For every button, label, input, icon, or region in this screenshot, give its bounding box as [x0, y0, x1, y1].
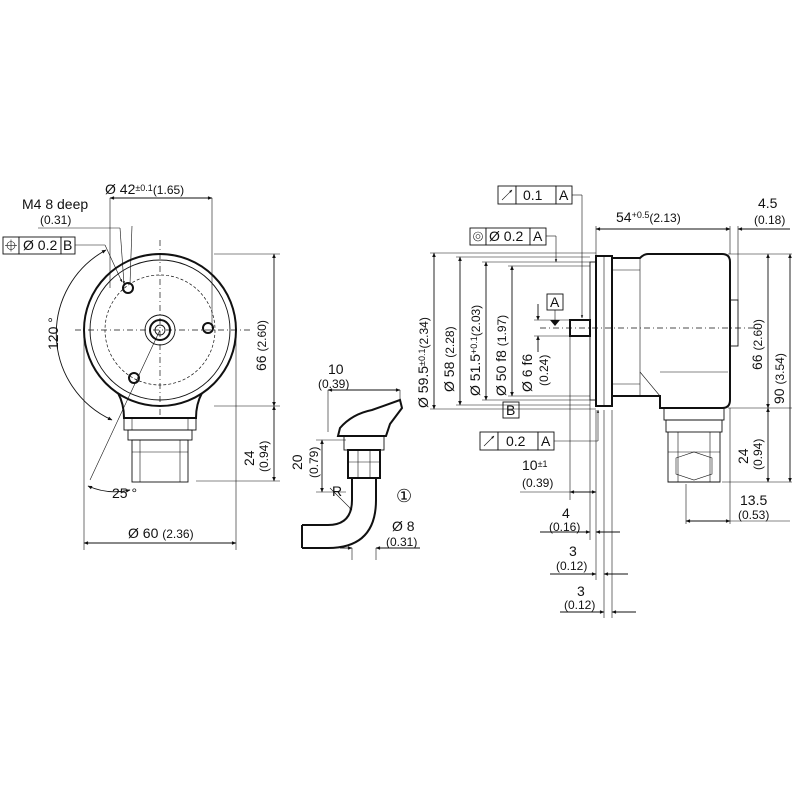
- side-body: [611, 253, 731, 409]
- svg-text:A: A: [550, 294, 560, 310]
- side-height-90: 90 (3.54): [771, 353, 787, 404]
- svg-text:Ø 0.2: Ø 0.2: [23, 237, 57, 253]
- position-tolerance-frame: Ø 0.2 B: [2, 236, 123, 283]
- concentricity-frame: Ø 0.2 A: [469, 227, 558, 263]
- svg-text:(0.79): (0.79): [307, 447, 321, 478]
- svg-text:(0.39): (0.39): [318, 377, 349, 391]
- datum-b-box: [502, 401, 520, 419]
- cable-gland-nut: [347, 449, 381, 479]
- cable-gland-cap: [336, 398, 404, 437]
- angle-120-arc: [55, 249, 113, 421]
- thread-note: M4 8 deep: [22, 196, 88, 212]
- svg-text:(0.12): (0.12): [564, 598, 595, 612]
- cable-marker: ①: [396, 486, 412, 506]
- svg-text:B: B: [63, 237, 72, 253]
- side-dim-3a: 3: [569, 543, 577, 559]
- bolt-circle-dim: Ø 42±0.1(1.65): [105, 181, 184, 197]
- svg-text:(0.12): (0.12): [556, 559, 587, 573]
- side-height-24: 24: [735, 448, 751, 464]
- svg-text:(0.39): (0.39): [522, 476, 553, 490]
- svg-text:(0.24): (0.24): [537, 355, 551, 386]
- front-height-24: 24: [241, 450, 257, 466]
- side-dia-6: Ø 6 f6: [519, 354, 535, 392]
- side-dim-13-5: 13.5: [740, 492, 767, 508]
- side-dim-4-5: 4.5: [758, 195, 778, 211]
- side-dia-51-5: Ø 51.5+0.1(2.03): [467, 305, 483, 396]
- side-length-54: 54+0.5(2.13): [616, 209, 681, 225]
- runout-top-frame: 0.1 A: [497, 185, 584, 319]
- angle-120-label: 120 °: [45, 317, 61, 350]
- cable-width-10: 10: [328, 361, 344, 377]
- svg-text:(0.31): (0.31): [386, 535, 417, 549]
- cable-height-20: 20: [289, 454, 305, 470]
- side-shaft-10: 10±1: [522, 457, 548, 473]
- side-dim-3b: 3: [577, 583, 585, 599]
- angle-25-label: 25 °: [112, 485, 137, 501]
- front-dia-60: Ø 60 (2.36): [128, 525, 194, 541]
- cable-dia-8: Ø 8: [392, 518, 415, 534]
- thread-hole-1: [122, 282, 134, 294]
- svg-text:(0.16): (0.16): [549, 520, 580, 534]
- front-view: Ø 42±0.1(1.65) M4 8 deep (0.31) Ø 0.2 B …: [2, 181, 280, 550]
- thread-hole-3: [128, 372, 140, 384]
- side-dia-59-5: Ø 59.5±0.1(2.34): [415, 317, 431, 408]
- connector-nut: [123, 417, 197, 431]
- thread-hole-2: [202, 322, 214, 334]
- side-connector-nut: [663, 407, 725, 421]
- side-height-66: 66 (2.60): [749, 319, 765, 370]
- svg-text:(0.94): (0.94): [257, 441, 271, 472]
- connector-body: [131, 439, 189, 483]
- cable-outer: [302, 478, 353, 526]
- side-view: 0.1 A 54+0.5(2.13) 4.5 (0.18) Ø 0.2 A: [415, 185, 792, 618]
- svg-text:Ø 0.2: Ø 0.2: [489, 228, 523, 244]
- thread-note-in: (0.31): [40, 213, 71, 227]
- svg-text:(0.18): (0.18): [754, 213, 785, 227]
- svg-text:0.1: 0.1: [523, 187, 543, 203]
- cable-view: R ① 10 (0.39) 20 (0.79) Ø 8 (0.31): [289, 361, 420, 560]
- svg-text:(0.53): (0.53): [738, 508, 769, 522]
- side-dia-50: Ø 50 f8 (1.97): [493, 315, 509, 396]
- front-height-66: 66 (2.60): [253, 320, 269, 371]
- runout-bottom-frame: 0.2 A: [479, 409, 600, 451]
- svg-text:A: A: [541, 433, 551, 449]
- svg-text:(0.94): (0.94): [751, 439, 765, 470]
- side-dia-58: Ø 58 (2.28): [441, 326, 457, 392]
- side-connector-body: [667, 432, 721, 483]
- side-dim-4: 4: [562, 505, 570, 521]
- svg-text:A: A: [559, 187, 569, 203]
- svg-text:A: A: [533, 228, 543, 244]
- svg-text:0.2: 0.2: [506, 433, 526, 449]
- svg-text:B: B: [506, 402, 515, 418]
- cable-radius-label: R: [332, 483, 342, 499]
